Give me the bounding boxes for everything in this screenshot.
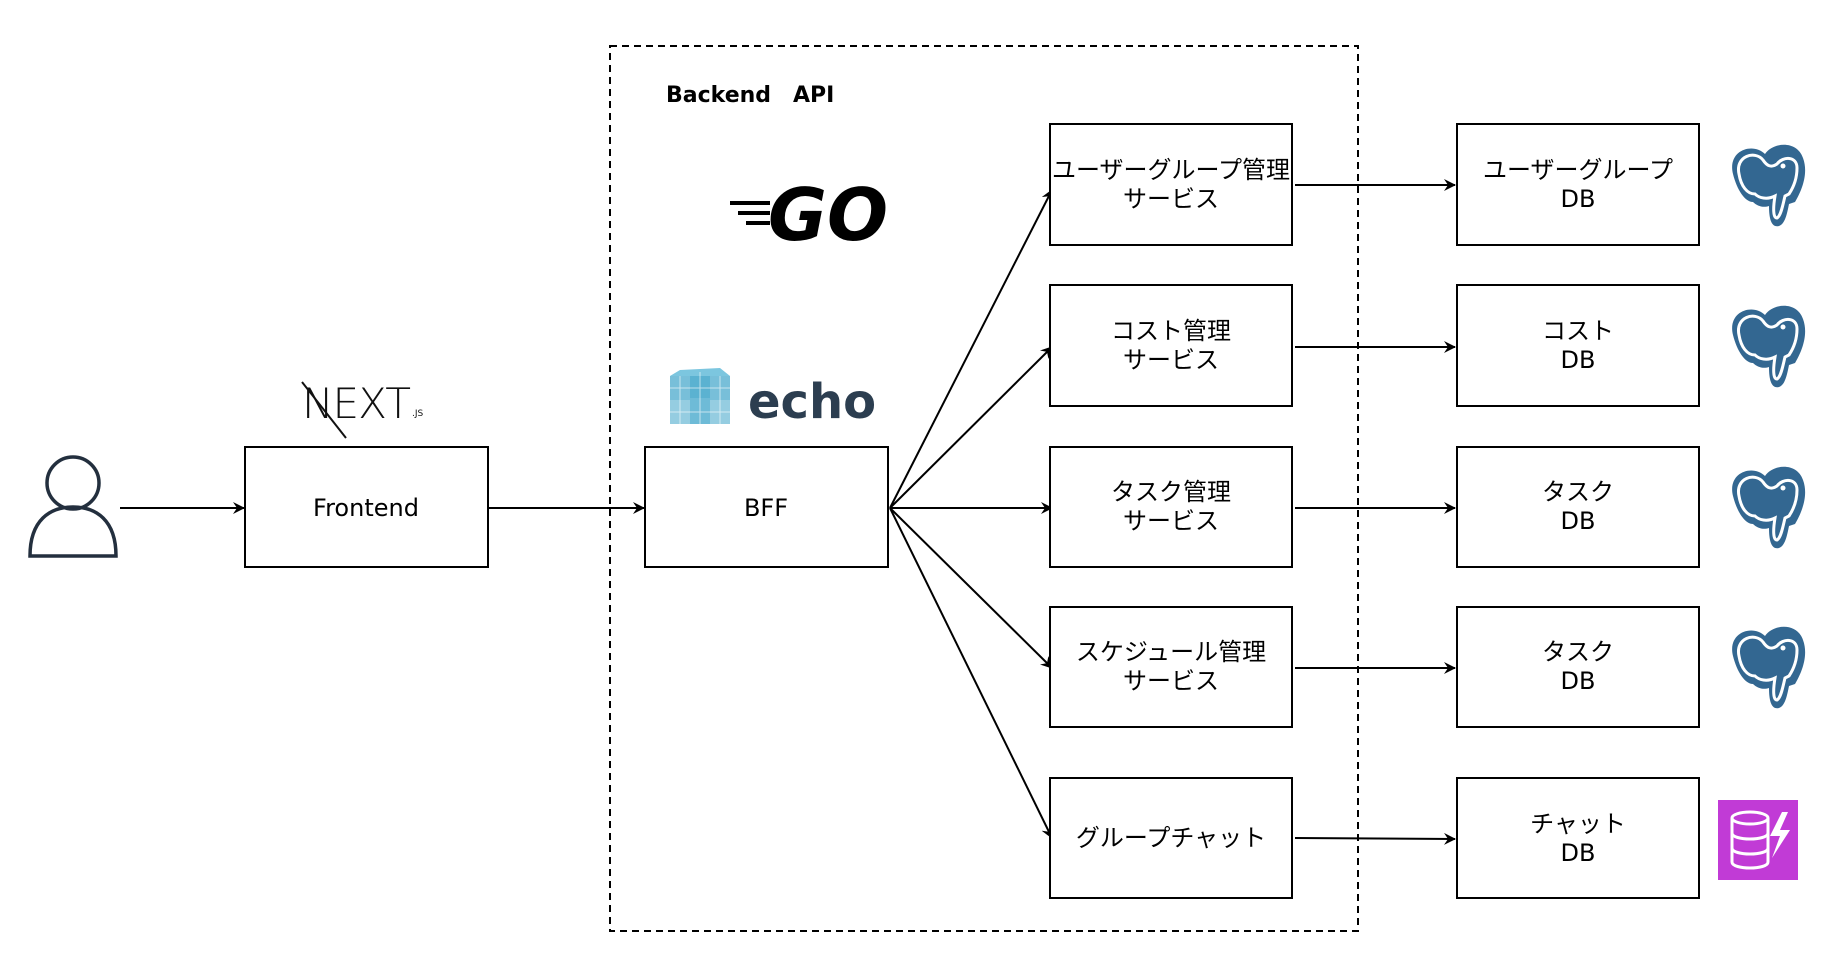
edge-bff-service-4	[889, 507, 1053, 669]
service-node-cost: コスト管理 サービス	[1049, 284, 1293, 407]
svg-text:スケジュール管理: スケジュール管理	[1076, 638, 1266, 666]
service-node-schedule: スケジュール管理 サービス	[1049, 606, 1293, 728]
svg-text:ユーザーグループ管理: ユーザーグループ管理	[1052, 156, 1290, 184]
svg-text:チャット: チャット	[1530, 810, 1626, 838]
bff-node: BFF	[644, 446, 889, 568]
svg-text:DB: DB	[1561, 839, 1596, 867]
svg-text:DB: DB	[1561, 507, 1596, 535]
service-node-task: タスク管理 サービス	[1049, 446, 1293, 568]
group-title: Backend API	[666, 83, 834, 108]
frontend-node: Frontend	[244, 446, 489, 568]
svg-text:GO: GO	[768, 173, 888, 257]
svg-text:タスク: タスク	[1542, 478, 1614, 506]
svg-text:echo: echo	[748, 374, 876, 430]
backend-api-group	[609, 45, 1359, 932]
svg-text:サービス: サービス	[1123, 507, 1219, 535]
db-node-task-2: タスク DB	[1456, 606, 1700, 728]
postgresql-icon	[1730, 143, 1807, 228]
edge-bff-service-2	[889, 346, 1053, 509]
db-node-cost: コスト DB	[1456, 284, 1700, 407]
nextjs-logo: NEXT .JS	[301, 379, 424, 439]
echo-logo: echo	[670, 368, 876, 430]
postgresql-icon	[1730, 625, 1807, 710]
svg-text:タスク管理: タスク管理	[1111, 478, 1231, 506]
service-node-group-chat: グループチャット	[1049, 777, 1293, 899]
svg-text:DB: DB	[1561, 346, 1596, 374]
user-icon	[28, 455, 118, 558]
db-node-chat: チャット DB	[1456, 777, 1700, 899]
service-node-user-group: ユーザーグループ管理 サービス	[1049, 123, 1293, 246]
db-node-task: タスク DB	[1456, 446, 1700, 568]
dynamodb-icon	[1718, 800, 1798, 880]
svg-text:グループチャット: グループチャット	[1076, 824, 1266, 852]
svg-text:Frontend: Frontend	[313, 494, 419, 522]
db-node-user-group: ユーザーグループ DB	[1456, 123, 1700, 246]
edge-bff-service-1	[889, 189, 1053, 509]
svg-text:NEXT: NEXT	[302, 379, 410, 428]
postgresql-icon	[1730, 465, 1807, 550]
svg-text:DB: DB	[1561, 667, 1596, 695]
svg-text:BFF: BFF	[744, 494, 788, 522]
svg-text:サービス: サービス	[1123, 667, 1219, 695]
svg-text:DB: DB	[1561, 185, 1596, 213]
postgresql-icon	[1730, 304, 1807, 389]
svg-text:コスト: コスト	[1542, 317, 1614, 345]
edge-bff-service-5	[889, 507, 1053, 839]
svg-text:.JS: .JS	[412, 409, 424, 419]
svg-text:タスク: タスク	[1542, 638, 1614, 666]
svg-text:サービス: サービス	[1123, 346, 1219, 374]
edge-service-db-5	[1294, 832, 1456, 845]
svg-text:コスト管理: コスト管理	[1111, 317, 1231, 345]
svg-text:サービス: サービス	[1123, 185, 1219, 213]
svg-text:ユーザーグループ: ユーザーグループ	[1483, 156, 1673, 184]
go-logo: GO	[730, 173, 888, 257]
